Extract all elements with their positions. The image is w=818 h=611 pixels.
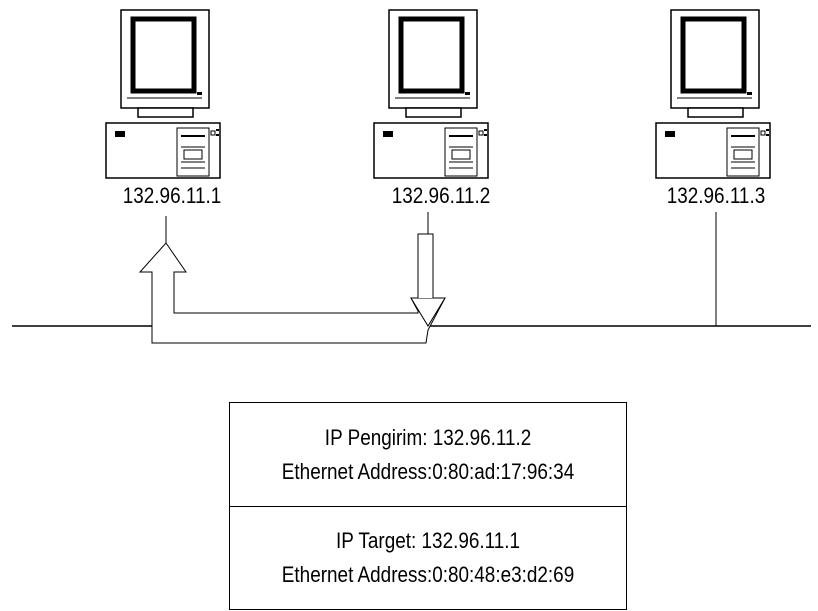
ip-label-computer-3: 132.96.11.3	[667, 184, 765, 209]
target-ip-text: IP Target: 132.96.11.1	[335, 527, 521, 553]
ip-label-computer-2: 132.96.11.2	[392, 184, 490, 209]
sender-ip-text: IP Pengirim: 132.96.11.2	[324, 424, 532, 450]
target-mac-text: Ethernet Address:0:80:48:e3:d2:69	[281, 561, 575, 587]
computer-1-icon	[106, 10, 220, 178]
sender-section: IP Pengirim: 132.96.11.2 Ethernet Addres…	[230, 403, 626, 507]
arp-packet-box: IP Pengirim: 132.96.11.2 Ethernet Addres…	[229, 402, 627, 610]
computer-3-icon	[656, 10, 770, 178]
sender-mac-text: Ethernet Address:0:80:ad:17:96:34	[281, 458, 575, 484]
arp-reply-arrow	[138, 233, 446, 344]
ip-label-computer-1: 132.96.11.1	[123, 184, 221, 209]
computer-2-icon	[374, 10, 488, 178]
target-section: IP Target: 132.96.11.1 Ethernet Address:…	[230, 506, 626, 609]
